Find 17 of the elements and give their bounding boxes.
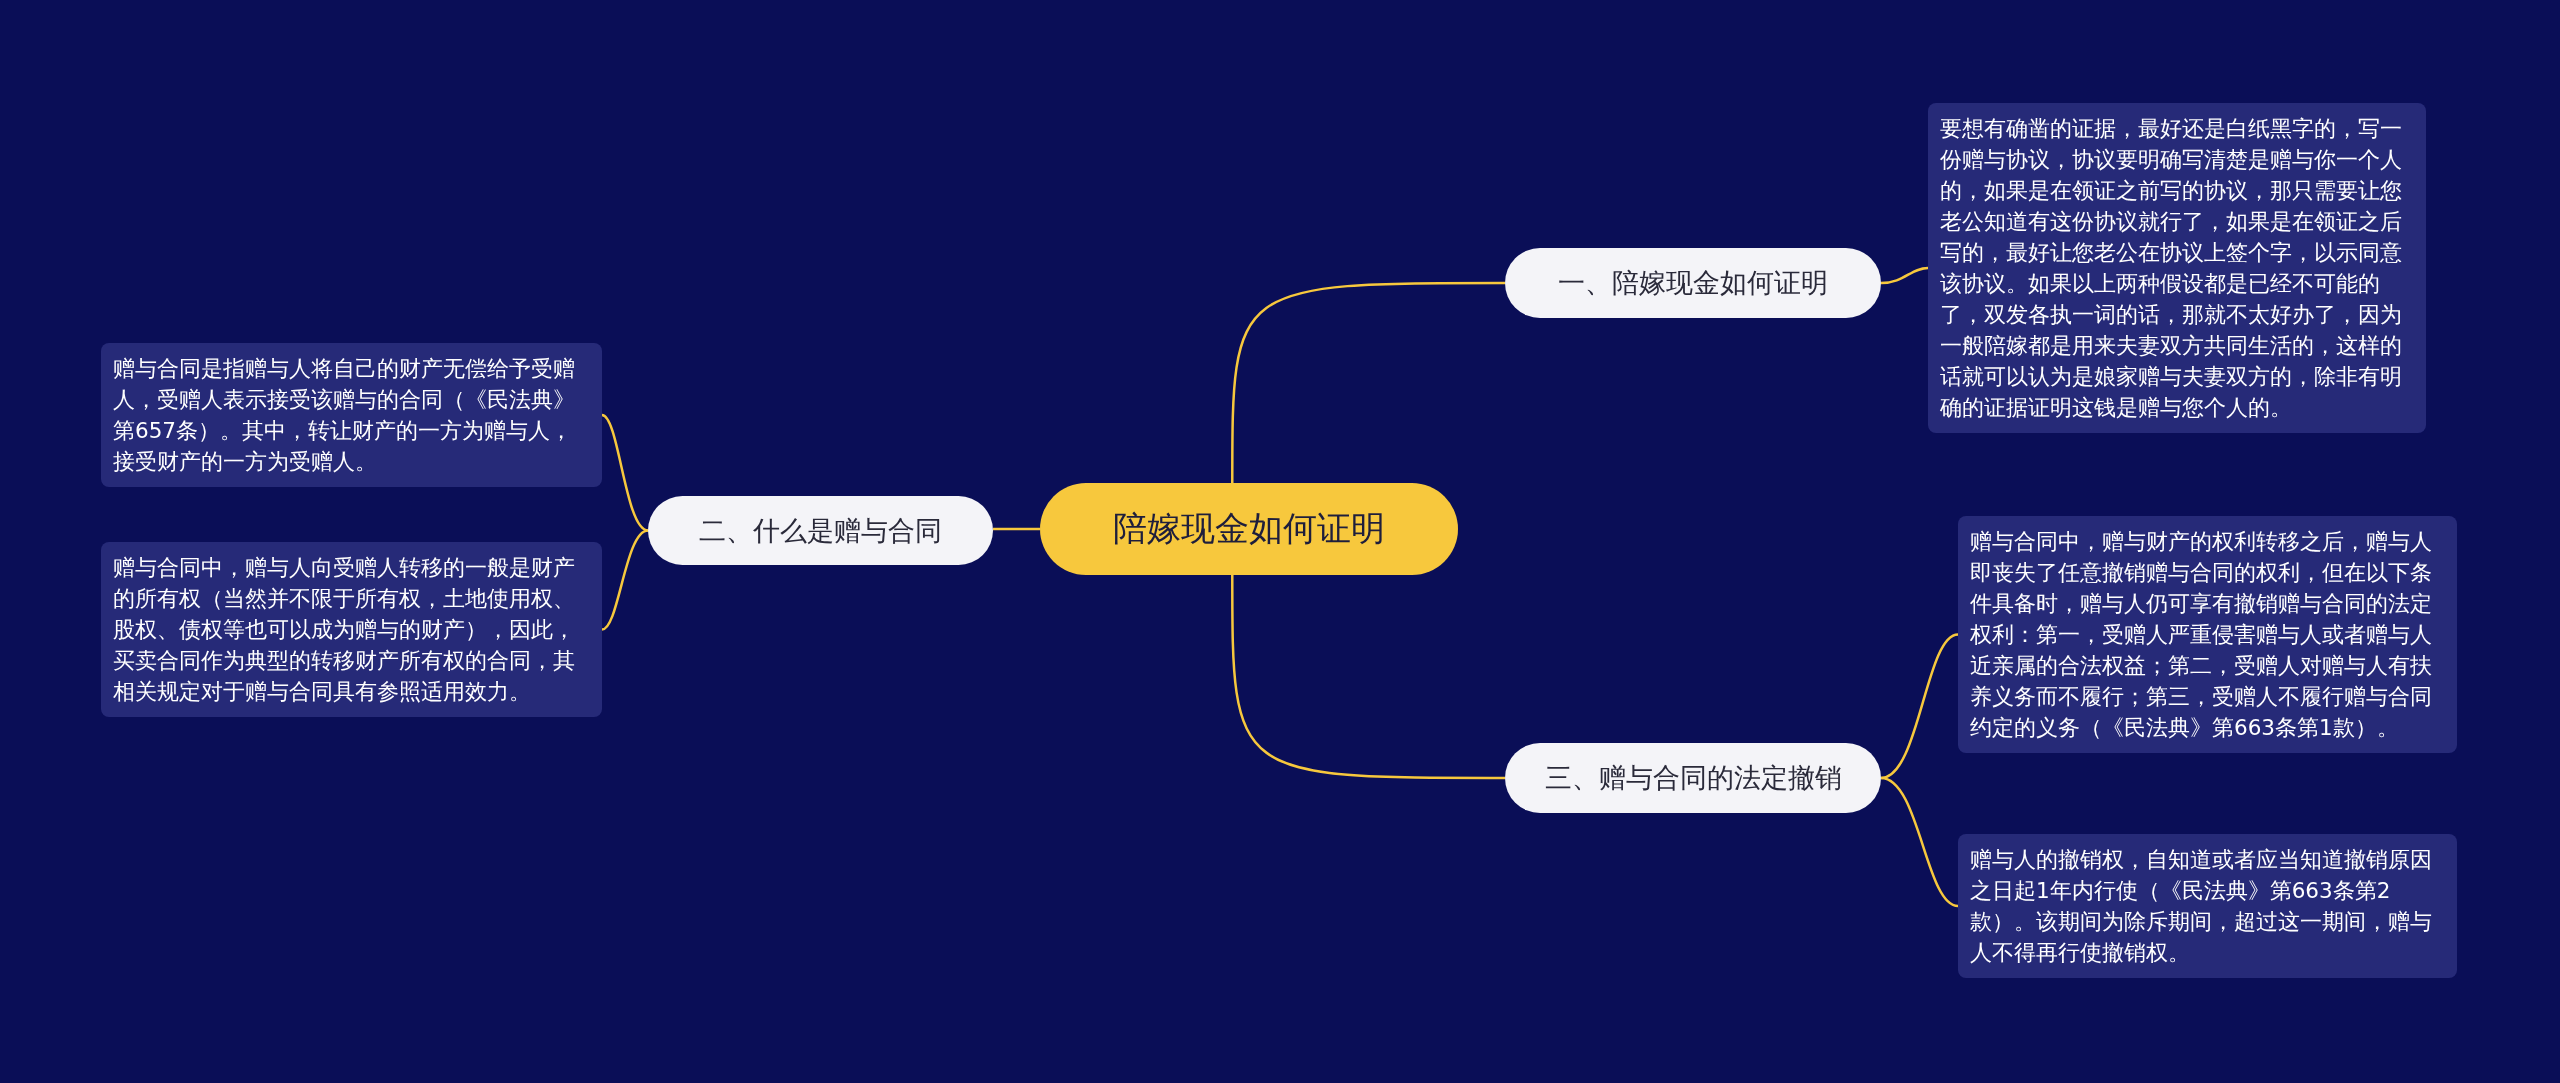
connector-line [1231, 281, 1505, 483]
connector-line [1880, 633, 1959, 780]
connector-line [993, 527, 1040, 531]
topic-pill: 三、赠与合同的法定撤销 [1505, 743, 1881, 813]
central-topic: 陪嫁现金如何证明 [1040, 483, 1458, 575]
note-card: 要想有确凿的证据，最好还是白纸黑字的，写一份赠与协议，协议要明确写清楚是赠与你一个人的，如果是在领证之前写的协议，那只需要让您老公知道有这份协议就行了，如果是在领证之后写的，最好让您老公在协议上签个字，以示同意该协议。如果以上两种假设都是已经不可能的了，双发各执一词的话，那就不太好办了，因为一般陪嫁都是用来夫妻双方共同生活的，这样的话就可以认为是娘家赠与夫妻双方的，除非有明确的证据证明这钱是赠与您个人的。 [1928, 103, 2426, 433]
note-card: 赠与合同是指赠与人将自己的财产无偿给予受赠人，受赠人表示接受该赠与的合同（《民法典》第657条）。其中，转让财产的一方为赠与人，接受财产的一方为受赠人。 [101, 343, 602, 487]
connector-line [601, 413, 649, 532]
connector-line [601, 529, 649, 631]
note-card: 赠与合同中，赠与财产的权利转移之后，赠与人即丧失了任意撤销赠与合同的权利，但在以下条件具备时，赠与人仍可享有撤销赠与合同的法定权利：第一，受赠人严重侵害赠与人或者赠与人近亲属的合法权益；第二，受赠人对赠与人有扶养义务而不履行；第三，受赠人不履行赠与合同约定的义务（《民法典》第663条第1款）。 [1958, 516, 2457, 753]
topic-pill: 一、陪嫁现金如何证明 [1505, 248, 1881, 318]
connector-line [1231, 575, 1505, 780]
connector-line [1880, 776, 1959, 908]
note-card: 赠与人的撤销权，自知道或者应当知道撤销原因之日起1年内行使（《民法典》第663条第2款）。该期间为除斥期间，超过这一期间，赠与人不得再行使撤销权。 [1958, 834, 2457, 978]
note-card: 赠与合同中，赠与人向受赠人转移的一般是财产的所有权（当然并不限于所有权，土地使用权、股权、债权等也可以成为赠与的财产），因此，买卖合同作为典型的转移财产所有权的合同，其相关规定对于赠与合同具有参照适用效力。 [101, 542, 602, 717]
connector-line [1880, 266, 1929, 285]
topic-pill: 二、什么是赠与合同 [648, 496, 993, 565]
